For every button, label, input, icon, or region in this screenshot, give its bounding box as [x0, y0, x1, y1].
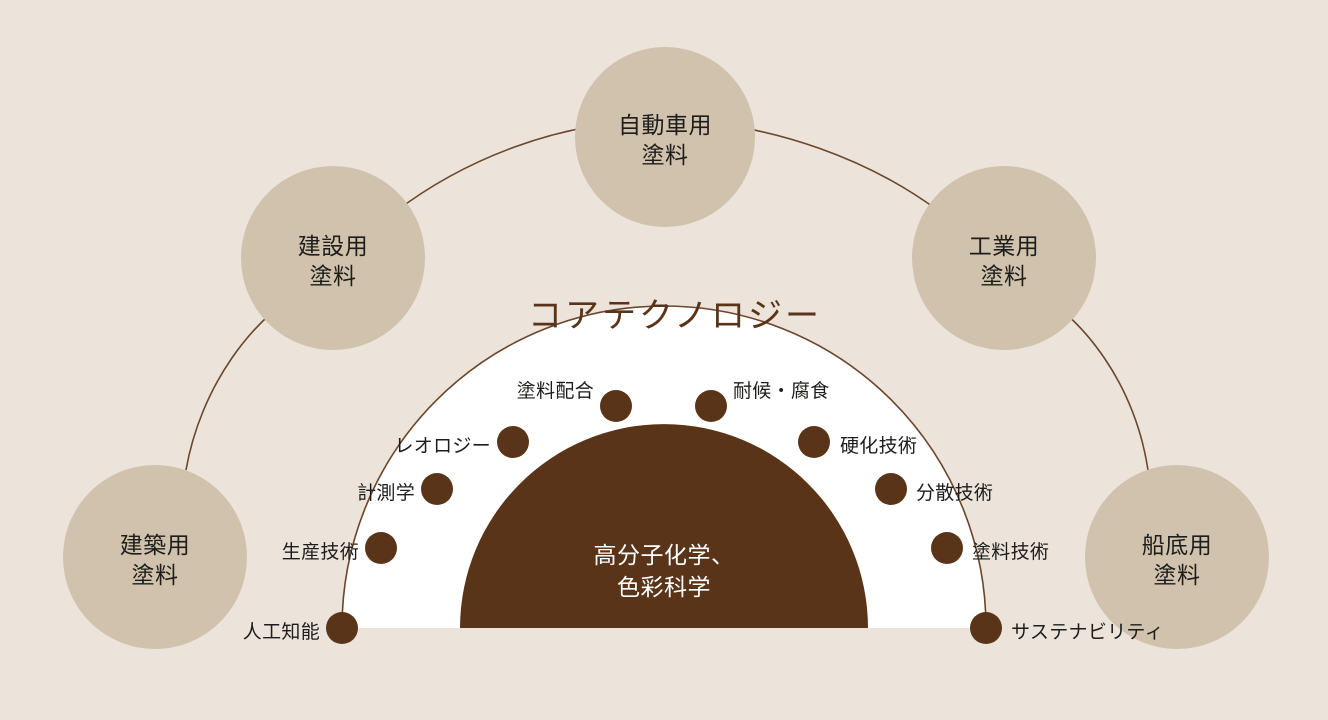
outer-circle-construction[interactable]: [241, 166, 425, 350]
node-dot-paint-formulation[interactable]: [600, 390, 632, 422]
node-dot-weather-corrosion[interactable]: [695, 390, 727, 422]
outer-circle-ship-bottom[interactable]: [1085, 465, 1269, 649]
core-outer-arc-stroke: [341, 305, 987, 629]
node-label-weather-corrosion: 耐候・腐食: [733, 381, 830, 402]
node-label-sustainability: サステナビリティ: [1011, 622, 1164, 643]
node-dot-ai[interactable]: [326, 612, 358, 644]
page-title: コアテクノロジー: [528, 297, 822, 335]
node-dot-sustainability[interactable]: [970, 612, 1002, 644]
node-label-curing-technology: 硬化技術: [840, 436, 918, 457]
outer-circle-automotive[interactable]: [575, 47, 755, 227]
node-dot-curing-technology[interactable]: [798, 426, 830, 458]
core-inner-semicircle: [460, 424, 868, 628]
node-dot-rheology[interactable]: [497, 426, 529, 458]
outer-circle-industrial[interactable]: [912, 166, 1096, 350]
node-label-coating-technology: 塗料技術: [972, 542, 1050, 563]
node-dot-dispersion-technology[interactable]: [875, 473, 907, 505]
node-dot-metrology[interactable]: [421, 473, 453, 505]
core-label: 高分子化学、 色彩科学: [593, 542, 735, 600]
outer-circle-architectural[interactable]: [63, 465, 247, 649]
node-label-paint-formulation: 塗料配合: [516, 381, 594, 402]
node-label-ai: 人工知能: [242, 622, 320, 643]
node-dot-coating-technology[interactable]: [931, 532, 963, 564]
node-label-dispersion-technology: 分散技術: [916, 483, 994, 504]
node-label-production-technology: 生産技術: [281, 542, 359, 563]
technology-node-dots: [326, 390, 1002, 644]
node-dot-production-technology[interactable]: [365, 532, 397, 564]
node-label-rheology: レオロジー: [394, 436, 491, 457]
node-label-metrology: 計測学: [357, 483, 415, 504]
